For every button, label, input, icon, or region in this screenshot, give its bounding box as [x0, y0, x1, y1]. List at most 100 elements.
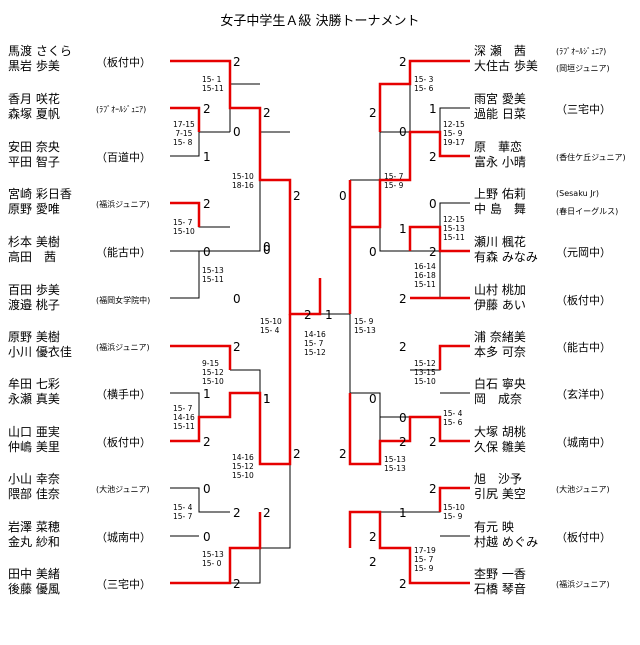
set-scores: 14-16 15-12 15-10 — [232, 453, 254, 480]
left-entry-6: 百田 歩美渡邉 桃子 — [8, 283, 60, 312]
score: 0 — [233, 292, 241, 306]
right-entry-5: 瀬川 楓花有森 みなみ — [474, 235, 538, 264]
score: 0 — [369, 245, 377, 259]
right-entry-2: 雨宮 愛美過能 日菜 — [474, 92, 526, 121]
set-scores: 14-16 15- 7 15-12 — [304, 330, 326, 357]
right-entry-12: 杢野 一香石橋 琴音 — [474, 567, 526, 596]
right-entry-11: 有元 映村越 めぐみ — [474, 520, 539, 549]
left-school-4: (福浜ジュニア) — [96, 200, 150, 209]
right-entry-4: 上野 佑莉中 島 舞 — [474, 187, 526, 216]
right-entry-7: 浦 奈緒美本多 可奈 — [474, 330, 526, 359]
left-entry-5: 杉本 美樹高田 茜 — [8, 235, 60, 264]
set-scores: 15- 9 15-13 — [354, 317, 376, 335]
score: 2 — [293, 447, 301, 461]
set-scores: 15-13 15-11 — [202, 266, 224, 284]
score: 2 — [369, 106, 377, 120]
score: 0 — [203, 530, 211, 544]
left-entry-12: 田中 美緒後藤 優風 — [8, 567, 60, 596]
right-entry-10: 旭 沙予引尻 美空 — [474, 472, 526, 501]
left-school-1: （板付中） — [96, 56, 151, 69]
right-school-9: （城南中） — [556, 436, 611, 449]
left-entry-4: 宮崎 彩日香原野 愛唯 — [8, 187, 72, 216]
score: 2 — [233, 577, 241, 591]
left-entry-1: 馬渡 さくら黒岩 歩美 — [8, 44, 72, 73]
score: 1 — [429, 102, 437, 116]
set-scores: 15- 7 14-16 15-11 — [173, 404, 195, 431]
right-school-4b: (春日イーグルス) — [556, 207, 619, 216]
right-entry-3: 原 華恋富永 小晴 — [474, 140, 526, 169]
set-scores: 9-15 15-12 15-10 — [202, 359, 224, 386]
left-entry-2: 香月 咲花森塚 夏帆 — [8, 92, 60, 121]
score: 2 — [429, 245, 437, 259]
score: 1 — [263, 392, 271, 406]
set-scores: 15-10 15- 4 — [260, 317, 282, 335]
right-school-1: (ﾗﾌﾞｵｰﾙｼﾞｭﾆｱ) — [556, 47, 607, 56]
score: 0 — [203, 245, 211, 259]
left-entry-11: 岩澤 菜穂金丸 紗和 — [8, 520, 60, 549]
score: 1 — [203, 150, 211, 164]
score: 2 — [399, 577, 407, 591]
score-final-right: 1 — [325, 308, 333, 322]
left-school-3: （百道中） — [96, 151, 151, 164]
score: 2 — [203, 197, 211, 211]
score: 1 — [263, 392, 271, 406]
left-entry-8: 牟田 七彩永瀬 真美 — [8, 377, 60, 406]
set-scores: 15- 3 15- 6 — [414, 75, 434, 93]
left-entry-10: 小山 幸奈隈部 佳奈 — [8, 472, 60, 501]
score: 2 — [263, 506, 271, 520]
right-school-8: （玄洋中） — [556, 388, 611, 401]
score: 0 — [203, 482, 211, 496]
score: 2 — [233, 55, 241, 69]
score: 0 — [369, 392, 377, 406]
set-scores: 15- 7 15- 9 — [384, 172, 404, 190]
score: 2 — [369, 555, 377, 569]
set-scores: 17-15 7-15 15- 8 — [173, 120, 195, 147]
score: 2 — [399, 435, 407, 449]
left-school-9: （板付中） — [96, 436, 151, 449]
left-school-7: (福浜ジュニア) — [96, 343, 150, 352]
right-school-5: （元岡中） — [556, 246, 611, 259]
left-school-10: (大池ジュニア) — [96, 485, 150, 494]
left-school-11: （城南中） — [96, 531, 151, 544]
score: 2 — [293, 189, 301, 203]
score: 2 — [203, 102, 211, 116]
bracket-winner-lines — [170, 59, 470, 585]
score: 2 — [263, 106, 271, 120]
set-scores: 15- 4 15- 6 — [443, 409, 463, 427]
score: 1 — [399, 222, 407, 236]
score: 2 — [399, 55, 407, 69]
left-school-2: (ﾗﾌﾞｵｰﾙｼﾞｭﾆｱ) — [96, 105, 147, 114]
score: 0 — [399, 411, 407, 425]
right-entry-9: 大塚 胡桃久保 雛美 — [474, 425, 526, 454]
score: 2 — [203, 435, 211, 449]
score: 2 — [339, 447, 347, 461]
left-school-12: （三宅中） — [96, 578, 151, 591]
score: 2 — [369, 530, 377, 544]
score: 0 — [339, 189, 347, 203]
score: 2 — [399, 292, 407, 306]
left-school-8: （横手中） — [96, 388, 151, 401]
score: 2 — [399, 340, 407, 354]
left-school-6: (福岡女学院中) — [96, 296, 151, 305]
score: 2 — [429, 150, 437, 164]
right-school-12: (福浜ジュニア) — [556, 580, 610, 589]
right-school-10: (大池ジュニア) — [556, 485, 610, 494]
set-scores: 15-12 13-15 15-10 — [414, 359, 436, 386]
right-entry-6: 山村 桃加伊藤 あい — [474, 283, 526, 312]
score: 0 — [233, 125, 241, 139]
right-entry-8: 白石 寧央岡 成奈 — [474, 377, 526, 406]
score: 0 — [429, 197, 437, 211]
right-school-1b: (岡垣ジュニア) — [556, 64, 610, 73]
right-school-11: （板付中） — [556, 531, 611, 544]
right-school-2: （三宅中） — [556, 103, 611, 116]
score: 2 — [233, 340, 241, 354]
score: 0 — [399, 125, 407, 139]
set-scores: 15-10 18-16 — [232, 172, 254, 190]
right-school-6: （板付中） — [556, 294, 611, 307]
left-school-5: （能古中） — [96, 246, 151, 259]
left-entry-9: 山口 亜実仲嶋 美里 — [8, 425, 60, 454]
set-scores: 15- 4 15- 7 — [173, 503, 193, 521]
score: 2 — [233, 506, 241, 520]
